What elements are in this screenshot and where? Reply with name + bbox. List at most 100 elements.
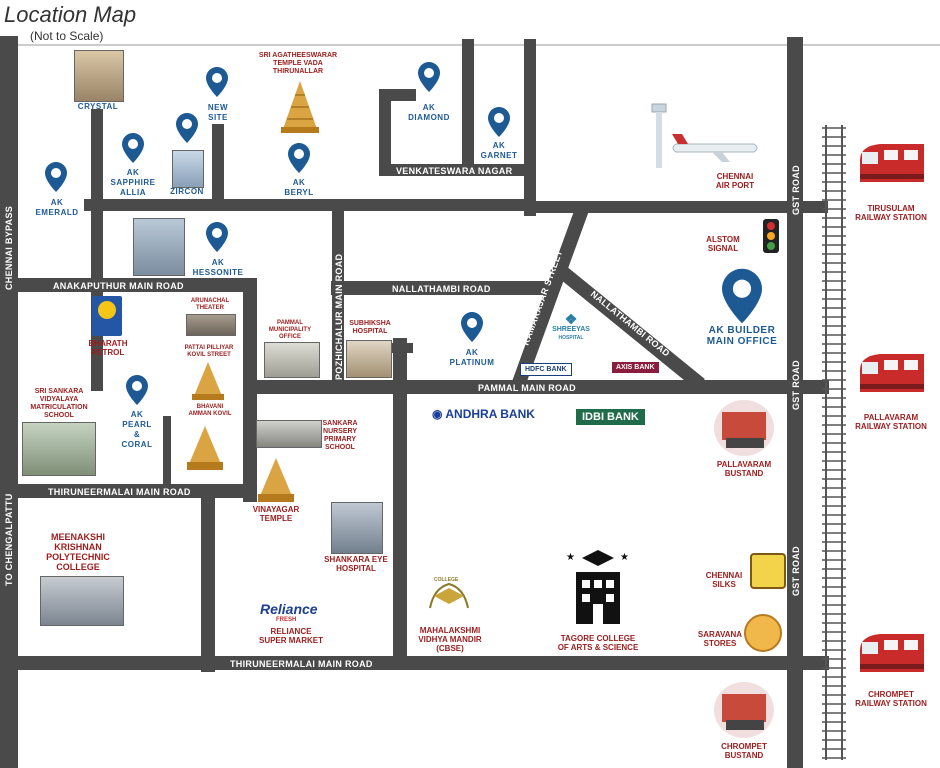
pin-icon[interactable] — [288, 143, 310, 178]
temple-icon — [277, 79, 323, 138]
pin-icon[interactable] — [722, 268, 762, 329]
pin-icon[interactable] — [461, 312, 483, 347]
road-label-venkateswara: VENKATESWARA NAGAR — [396, 166, 513, 176]
axis-bank-logo: AXIS BANK — [612, 362, 659, 373]
traffic-signal-icon — [762, 218, 780, 259]
temple-icon — [190, 360, 226, 405]
road-label-nallathambi-diagonal: NALLATHAMBI ROAD — [589, 289, 672, 359]
road-label-thiruneermalai-lower: THIRUNEERMALAI MAIN ROAD — [230, 659, 373, 669]
anakaputhur-road — [0, 278, 257, 502]
temple-icon — [185, 424, 225, 475]
shreeyas-hospital-logo: ❖ SHREEYAS HOSPITAL — [552, 311, 590, 341]
map-subtitle: (Not to Scale) — [30, 29, 104, 43]
pin-icon[interactable] — [206, 222, 228, 257]
road-label-gst-2: GST ROAD — [791, 360, 801, 410]
eye-hospital-building-image — [331, 502, 383, 554]
pin-icon[interactable] — [122, 133, 144, 168]
chennai-silks-logo — [750, 553, 786, 589]
kamarajar-street — [511, 206, 589, 389]
map-title: Location Map — [4, 2, 137, 27]
road-label-pammal: PAMMAL MAIN ROAD — [478, 383, 576, 393]
college-badge-text: COLLEGE — [434, 577, 459, 583]
nursery-building-image — [256, 420, 322, 448]
nallathambi-diagonal — [550, 260, 705, 390]
train-icon — [856, 630, 928, 685]
theater-building-image — [186, 314, 236, 336]
railway — [822, 125, 846, 760]
petrol-logo-icon — [92, 296, 122, 336]
zircon-building-image — [172, 150, 204, 188]
airplane-icon — [642, 100, 762, 175]
pin-icon[interactable] — [488, 107, 510, 142]
road-label-chennai-bypass: CHENNAI BYPASS — [4, 206, 14, 290]
roads — [0, 36, 829, 768]
andhra-bank-logo: ◉ ANDHRA BANK — [432, 407, 535, 421]
bus-stand-icon — [714, 682, 774, 738]
road-label-gst-1: GST ROAD — [791, 165, 801, 215]
road-label-thiruneermalai-upper: THIRUNEERMALAI MAIN ROAD — [48, 487, 191, 497]
school-emblem-icon — [424, 578, 474, 618]
reliance-fresh-text: FRESH — [276, 617, 297, 623]
crystal-label: CRYSTAL — [77, 102, 119, 111]
pin-icon[interactable] — [176, 113, 198, 148]
hdfc-bank-logo: HDFC BANK — [520, 363, 572, 376]
subhiksha-building-image — [346, 340, 392, 378]
road-label-nallathambi: NALLATHAMBI ROAD — [392, 284, 491, 294]
road-label-pozhichalur: POZHICHALUR MAIN ROAD — [334, 254, 344, 380]
train-icon — [856, 140, 928, 195]
idbi-bank-logo: IDBI BANK — [576, 409, 645, 425]
pin-icon[interactable] — [418, 62, 440, 97]
hessonite-building-image — [133, 218, 185, 276]
crystal-building-image — [74, 50, 124, 102]
svg-text:★: ★ — [620, 552, 629, 563]
college-building-icon: ★ ★ — [562, 548, 634, 628]
road-label-to-chengalpattu: TO CHENGALPATTU — [4, 494, 14, 587]
saravana-stores-logo — [744, 614, 782, 652]
andhra-bank-icon: ◉ — [432, 407, 446, 421]
svg-text:★: ★ — [566, 552, 575, 563]
school-building-image — [22, 422, 96, 476]
pin-icon[interactable] — [206, 67, 228, 102]
pin-icon[interactable] — [45, 162, 67, 197]
reliance-logo: Reliance — [260, 601, 318, 617]
venkateswara-link — [379, 89, 416, 176]
pin-icon[interactable] — [126, 375, 148, 410]
zircon-label: ZIRCON — [170, 187, 204, 196]
municipality-building-image — [264, 342, 320, 378]
college-building-image — [40, 576, 124, 626]
